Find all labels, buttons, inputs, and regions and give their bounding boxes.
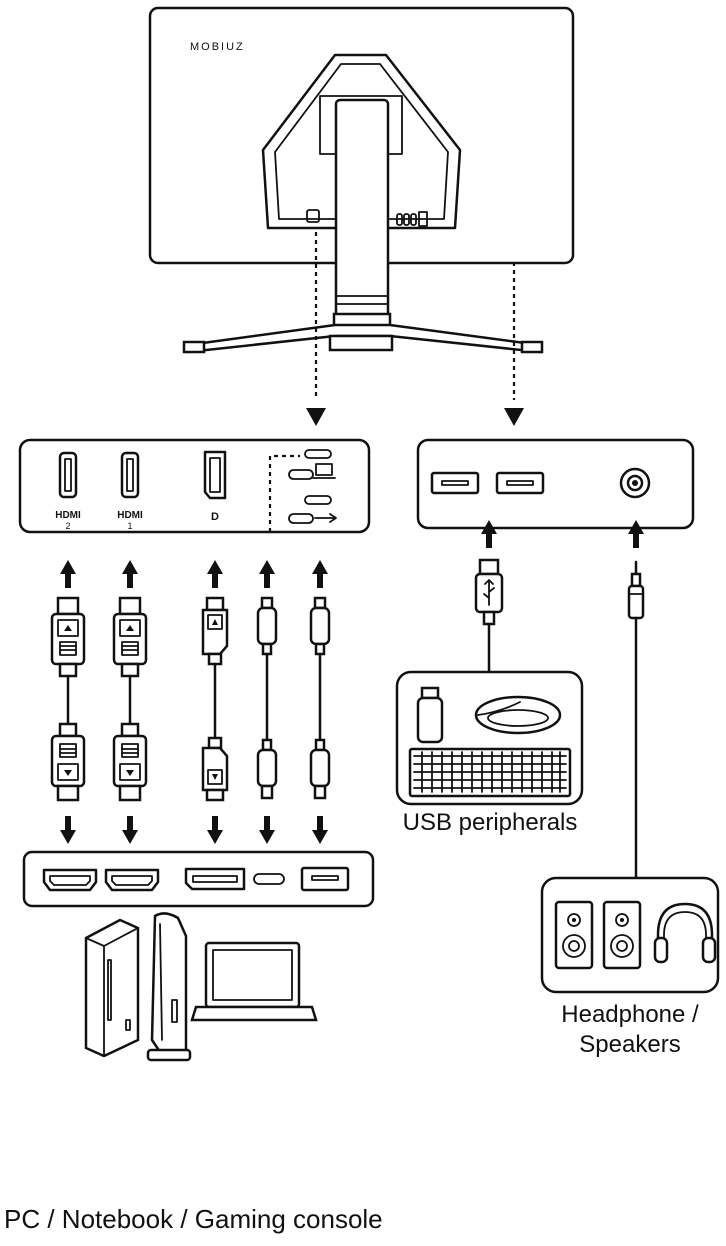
arrow-down-icon bbox=[306, 408, 326, 426]
audio-jack-icon bbox=[619, 467, 651, 499]
displayport-cable-icon bbox=[201, 596, 229, 802]
audio-devices-box bbox=[540, 876, 720, 994]
audio-caption-line2: Speakers bbox=[579, 1031, 681, 1058]
arrow-up-icon bbox=[481, 520, 497, 548]
usb-c-cable-icon bbox=[309, 596, 331, 800]
usb-c-port-icon bbox=[288, 449, 336, 480]
arrow-up-icon bbox=[207, 560, 223, 588]
arrow-up-icon bbox=[60, 560, 76, 588]
displayport-port-icon bbox=[184, 867, 246, 891]
arrow-down-icon bbox=[312, 816, 328, 844]
keyboard-icon bbox=[408, 747, 572, 798]
audio-cable-icon bbox=[627, 560, 645, 880]
speaker-icon bbox=[602, 900, 642, 970]
usb-a-port-icon bbox=[495, 471, 545, 495]
headphones-icon bbox=[653, 902, 717, 964]
usb-peripherals-caption: USB peripherals bbox=[402, 809, 578, 836]
arrow-down-icon bbox=[504, 408, 524, 426]
desktop-pc-icon bbox=[84, 918, 140, 1058]
arrow-down-icon bbox=[122, 816, 138, 844]
arrow-down-icon bbox=[60, 816, 76, 844]
dp-label: D bbox=[211, 511, 219, 523]
arrow-up-icon bbox=[628, 520, 644, 548]
sources-caption: PC / Notebook / Gaming console bbox=[4, 1204, 383, 1234]
hdmi-port-icon bbox=[42, 868, 98, 892]
hdmi-port-icon bbox=[104, 868, 160, 892]
usb-cable-icon bbox=[474, 558, 504, 674]
usb-c-cable-icon bbox=[256, 596, 278, 800]
usb-a-port-icon bbox=[430, 471, 480, 495]
arrows-up bbox=[60, 520, 644, 588]
usb-flash-drive-icon bbox=[416, 686, 444, 744]
hdmi-port-icon bbox=[58, 451, 78, 499]
source-port-panel bbox=[22, 850, 375, 908]
usb-audio-port-panel bbox=[416, 438, 695, 530]
monitor-back-icon: MOBIUZ bbox=[148, 6, 575, 354]
hdmi-port-icon bbox=[120, 451, 140, 499]
usb-a-port-icon bbox=[300, 866, 350, 892]
audio-caption-line1: Headphone / bbox=[561, 1001, 699, 1028]
arrows-down bbox=[60, 816, 328, 844]
video-port-panel: HDMI 2 HDMI 1 D bbox=[18, 438, 371, 534]
usb-c-port-icon bbox=[253, 873, 285, 885]
arrow-up-icon bbox=[259, 560, 275, 588]
hdmi2-label: HDMI bbox=[55, 510, 81, 521]
mouse-icon bbox=[474, 695, 562, 735]
arrow-up-icon bbox=[312, 560, 328, 588]
displayport-port-icon bbox=[203, 450, 227, 500]
hdmi2-number: 2 bbox=[65, 521, 70, 531]
hdmi1-number: 1 bbox=[127, 521, 132, 531]
arrow-down-icon bbox=[207, 816, 223, 844]
usb-peripherals-box bbox=[395, 670, 584, 806]
speaker-icon bbox=[554, 900, 594, 970]
laptop-icon bbox=[190, 941, 318, 1022]
hdmi-cable-icon bbox=[50, 596, 86, 802]
brand-logo: MOBIUZ bbox=[190, 41, 245, 53]
usb-c-port-icon bbox=[288, 495, 337, 524]
arrow-down-icon bbox=[259, 816, 275, 844]
gaming-console-icon bbox=[146, 912, 192, 1062]
hdmi1-label: HDMI bbox=[117, 510, 143, 521]
hdmi-cable-icon bbox=[112, 596, 148, 802]
arrow-up-icon bbox=[122, 560, 138, 588]
